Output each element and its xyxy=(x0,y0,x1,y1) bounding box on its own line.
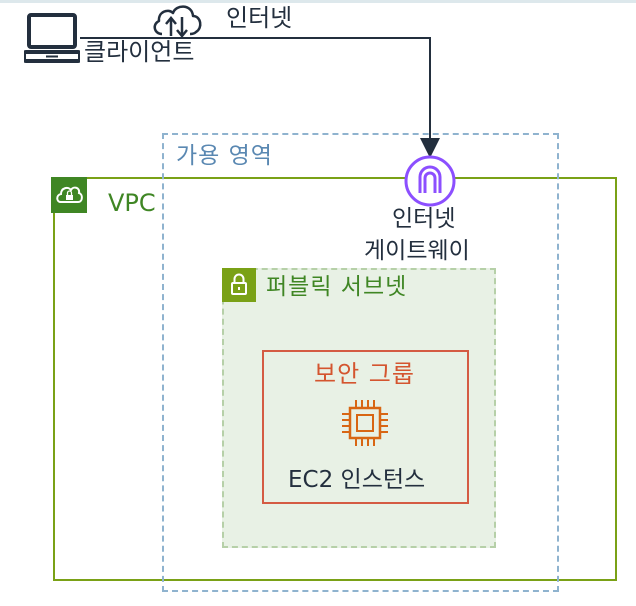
top-divider xyxy=(0,0,636,3)
laptop-icon xyxy=(24,13,80,63)
security-group xyxy=(262,350,469,504)
vpc-label: VPC xyxy=(108,189,156,217)
availability-zone-label: 가용 영역 xyxy=(176,143,273,169)
vpc-group xyxy=(53,177,617,581)
internet-gateway-icon xyxy=(404,155,456,207)
lock-icon xyxy=(222,268,256,302)
internet-gateway-label-line1: 인터넷 xyxy=(392,206,456,232)
availability-zone-group xyxy=(162,133,559,592)
ec2-instance-label: EC2 인스턴스 xyxy=(288,467,426,493)
internet-label: 인터넷 xyxy=(226,4,293,32)
internet-gateway-label-line2: 게이트웨이 xyxy=(364,238,470,264)
security-group-label: 보안 그룹 xyxy=(314,360,415,388)
public-subnet-label: 퍼블릭 서브넷 xyxy=(266,274,408,300)
cloud-upload-download-icon xyxy=(153,5,202,38)
chip-icon xyxy=(342,400,388,446)
client-label: 클라이언트 xyxy=(84,38,195,66)
cloud-lock-icon xyxy=(51,177,87,213)
